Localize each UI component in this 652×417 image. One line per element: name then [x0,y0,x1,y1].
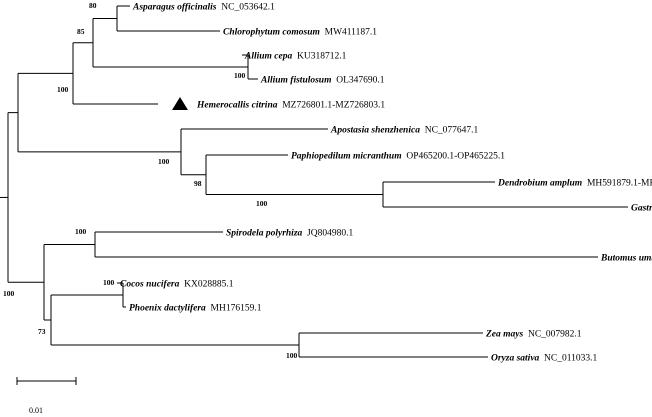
leaf-label-spir: Spirodela polyrhiza JQ804980.1 [226,229,353,239]
leaf-label-zeam: Zea mays NC_007982.1 [485,330,582,340]
accession-number: KX028885.1 [179,280,233,290]
tree-labels: Asparagus officinalis NC_053642.1Chlorop… [120,3,652,364]
species-name: Oryza sativa [491,354,540,364]
species-name: Butomus umbellatus [600,254,652,264]
leaf-label-dend: Dendrobium amplum MH591879.1-MH591896.1 [497,179,652,189]
species-name: Asparagus officinalis [132,3,217,13]
bootstrap-asparagales_core: 80 [89,1,97,10]
bootstrap-root: 100 [3,289,15,298]
bootstrap-asparagaceae: 85 [77,27,85,36]
accession-number: NC_077647.1 [420,126,479,136]
accession-number: OP465200.1-OP465225.1 [402,152,506,162]
accession-number: MH176159.1 [206,304,262,314]
bootstrap-commelinid_poales: 73 [38,327,46,336]
accession-number: KU318712.1 [292,52,346,62]
species-name: Phoenix dactylifera [129,304,206,314]
species-name: Apostasia shenzhenica [330,126,420,136]
leaf-label-chlo: Chlorophytum comosum MW411187.1 [223,28,377,38]
species-name: Allium cepa [244,52,292,62]
marker-triangle-icon [172,97,188,110]
accession-number: MZ726801.1-MZ726803.1 [277,101,385,111]
tree-branches [0,5,628,358]
accession-number: JQ804980.1 [302,229,353,239]
bootstrap-palms: 100 [103,278,115,287]
leaf-label-gast: Gastrodia elata MF070084.1-MF070102.1 [631,204,652,214]
accession-number: OL347690.1 [332,76,385,86]
species-name: Chlorophytum comosum [223,28,320,38]
leaf-label-acep: Allium cepa KU318712.1 [244,52,347,62]
leaf-label-paph: Paphiopedilum micranthum OP465200.1-OP46… [291,152,505,162]
bootstrap-allium: 100 [234,71,246,80]
bootstrap-orchid: 100 [158,157,170,166]
bootstrap-dend_gast: 100 [256,199,268,208]
accession-number: NC_053642.1 [217,3,276,13]
leaf-label-apos: Apostasia shenzhenica NC_077647.1 [330,126,479,136]
accession-number: MH591879.1-MH591896.1 [582,179,652,189]
accession-number: NC_007982.1 [523,330,582,340]
species-name: Cocos nucifera [120,280,180,290]
leaf-label-coco: Cocos nucifera KX028885.1 [120,280,234,290]
leaf-label-phoe: Phoenix dactylifera MH176159.1 [129,304,262,314]
accession-number: NC_011033.1 [539,354,597,364]
species-name: Allium fistulosum [260,76,332,86]
bootstrap-values: 80 100 85 100 100 98 100 100 100 100 73 100 [3,1,298,360]
bootstrap-alismatales: 100 [75,227,87,236]
species-name: Hemerocallis citrina [196,101,278,111]
leaf-label-aspa: Asparagus officinalis NC_053642.1 [132,3,275,13]
species-name: Paphiopedilum micranthum [291,152,402,162]
leaf-label-afis: Allium fistulosum OL347690.1 [260,76,385,86]
scale-bar: 0.01 [16,377,77,415]
species-name: Dendrobium amplum [497,179,582,189]
bootstrap-poales: 100 [286,351,298,360]
bootstrap-asp_hem: 100 [57,85,69,94]
scale-bar-label: 0.01 [29,406,43,415]
species-name: Zea mays [485,330,524,340]
species-name: Gastrodia elata [631,204,652,214]
leaf-label-heme: Hemerocallis citrina MZ726801.1-MZ726803… [196,101,385,111]
bootstrap-orchid_inner: 98 [194,179,202,188]
leaf-label-oryz: Oryza sativa NC_011033.1 [491,354,598,364]
leaf-label-buto: Butomus umbellatus KC208619.1 [600,254,652,264]
species-name: Spirodela polyrhiza [226,229,303,239]
accession-number: MW411187.1 [320,28,377,38]
